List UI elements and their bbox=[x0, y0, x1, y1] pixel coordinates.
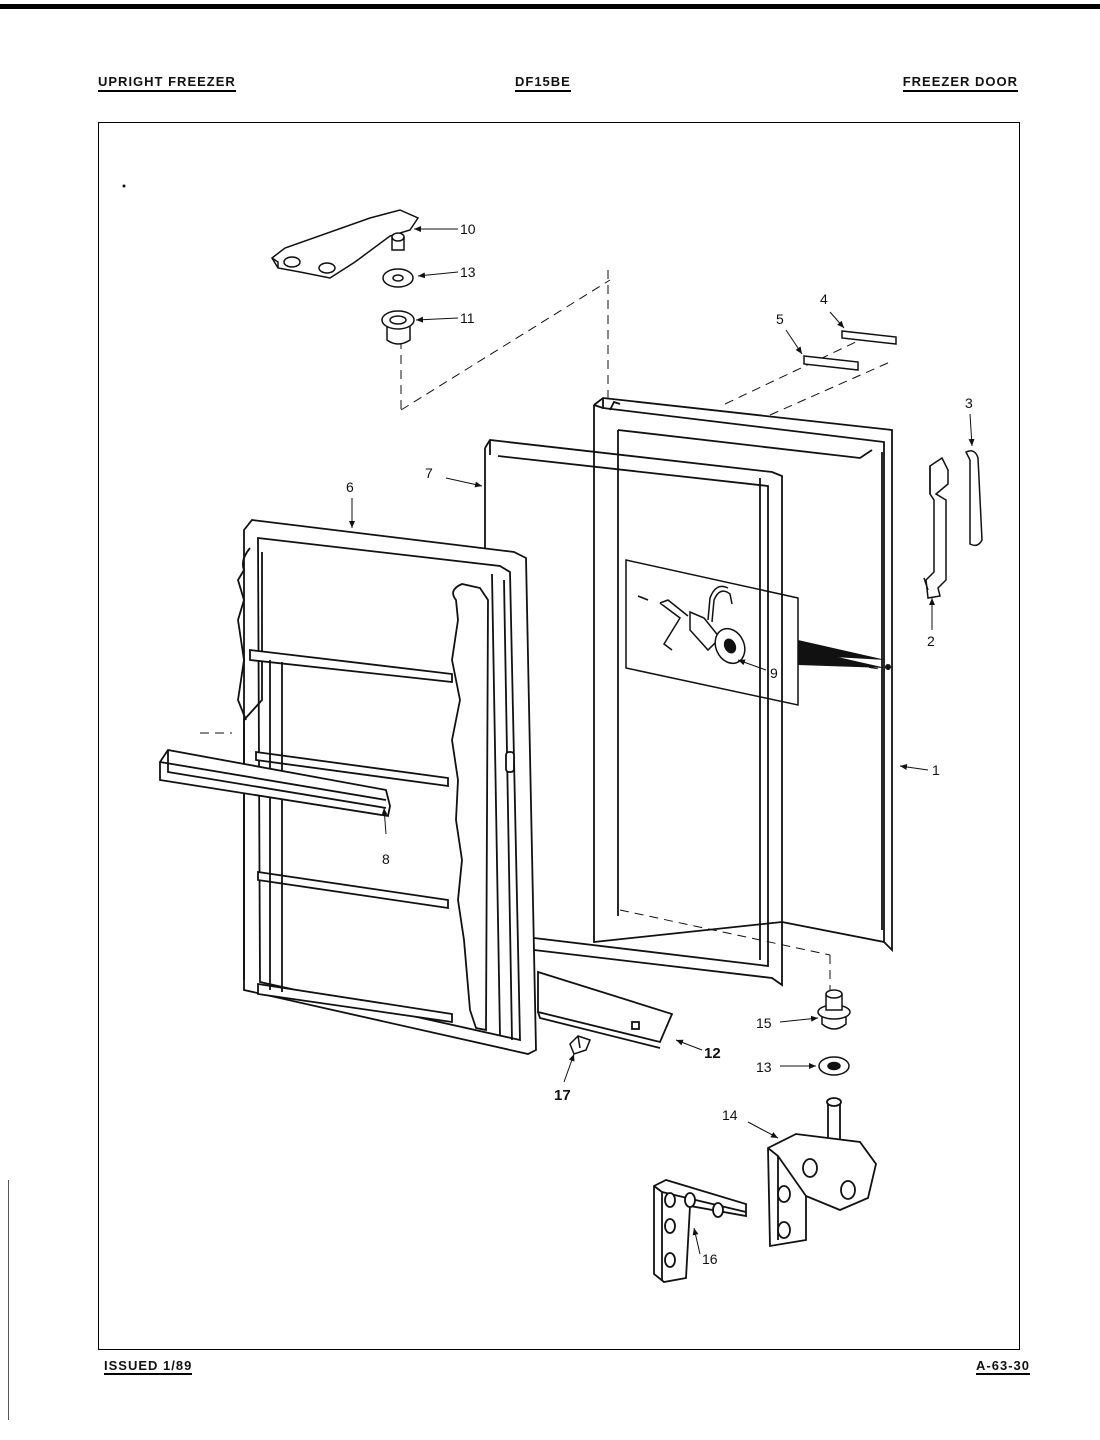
part-6-door-liner bbox=[237, 519, 537, 1055]
header-product: UPRIGHT FREEZER bbox=[98, 74, 236, 92]
part-3-handle-trim bbox=[964, 450, 983, 547]
callout-13-lower: 13 bbox=[756, 1059, 772, 1075]
top-rule bbox=[0, 4, 1100, 9]
callout-4: 4 bbox=[820, 291, 828, 307]
callout-16: 16 bbox=[702, 1251, 718, 1267]
callout-15: 15 bbox=[756, 1015, 772, 1031]
callout-17: 17 bbox=[554, 1087, 571, 1104]
callout-leaders bbox=[349, 226, 975, 1255]
callout-labels: 10 13 11 4 5 3 7 6 2 9 1 8 15 13 12 17 1… bbox=[346, 221, 973, 1267]
callout-6: 6 bbox=[346, 479, 354, 495]
part-12-bottom-bar bbox=[537, 970, 674, 1049]
part-11-bushing bbox=[381, 310, 415, 345]
part-13-washer-lower bbox=[818, 1056, 850, 1076]
callout-13-upper: 13 bbox=[460, 264, 476, 280]
callout-7: 7 bbox=[425, 465, 433, 481]
part-16-l-bracket bbox=[653, 1179, 747, 1283]
callout-10: 10 bbox=[460, 221, 476, 237]
part-8-shelf-bar bbox=[159, 749, 391, 818]
header-section: FREEZER DOOR bbox=[902, 74, 1018, 92]
part-17-clip bbox=[569, 1035, 591, 1055]
part-5-strip bbox=[803, 355, 859, 371]
callout-5: 5 bbox=[776, 311, 784, 327]
stray-dot bbox=[122, 184, 126, 188]
part-1-outer-door bbox=[593, 397, 893, 953]
header-model: DF15BE bbox=[515, 74, 571, 92]
part-2-handle bbox=[923, 456, 949, 599]
callout-11: 11 bbox=[460, 310, 475, 326]
part-13-washer-upper bbox=[382, 268, 414, 288]
part-7-gasket bbox=[484, 439, 783, 987]
callout-3: 3 bbox=[965, 395, 973, 411]
part-14-bottom-hinge bbox=[767, 1097, 877, 1248]
callout-9: 9 bbox=[770, 665, 778, 681]
lock-position-dot bbox=[885, 664, 891, 670]
part-15-pin-bushing bbox=[817, 989, 851, 1030]
margin-mark bbox=[8, 1180, 9, 1420]
part-9-lock-detail bbox=[625, 559, 886, 706]
footer-issued: ISSUED 1/89 bbox=[104, 1358, 193, 1375]
callout-14: 14 bbox=[722, 1107, 738, 1123]
callout-1: 1 bbox=[932, 762, 940, 778]
callout-2: 2 bbox=[927, 633, 935, 649]
part-4-strip bbox=[841, 330, 897, 345]
part-10-top-hinge bbox=[271, 209, 420, 279]
callout-8: 8 bbox=[382, 851, 390, 867]
callout-12: 12 bbox=[704, 1045, 721, 1062]
footer-page-code: A-63-30 bbox=[976, 1358, 1030, 1375]
diagram-frame bbox=[98, 122, 1020, 1350]
